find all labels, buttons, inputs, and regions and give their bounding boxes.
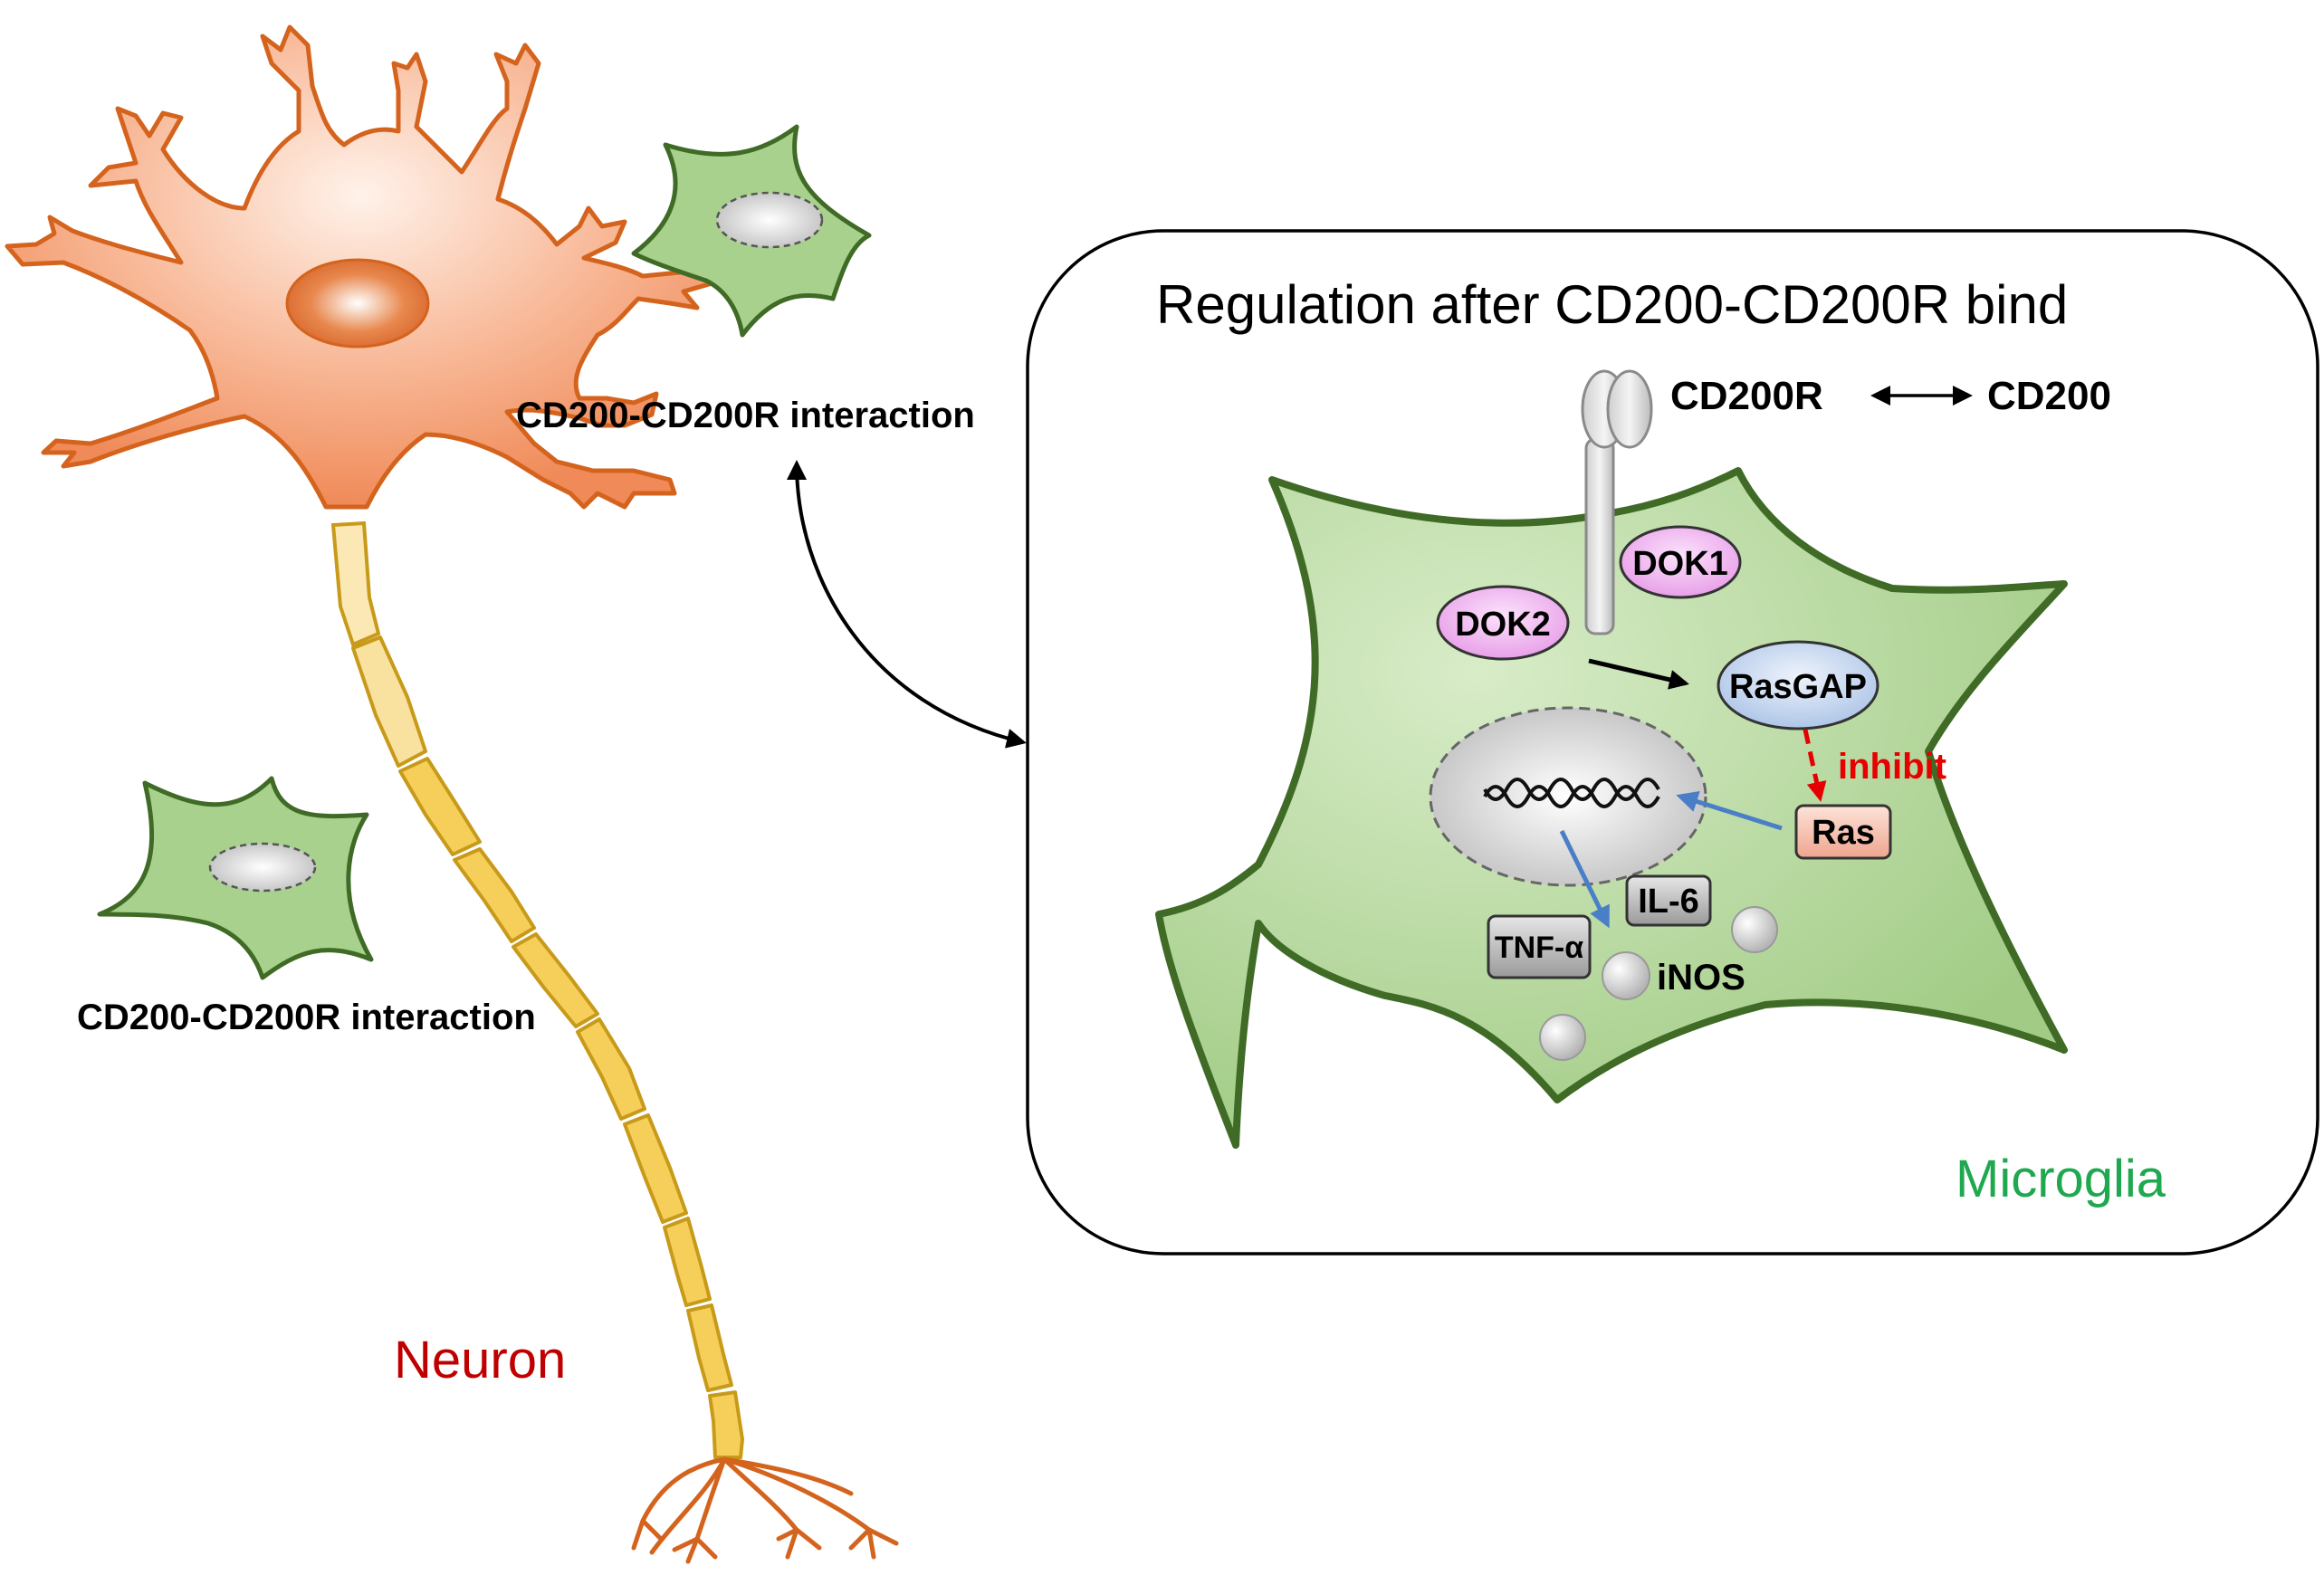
tnfa-label: TNF-α — [1495, 931, 1583, 965]
vesicle — [1731, 906, 1778, 953]
neuron-nucleus — [285, 258, 430, 349]
microglia-small-top — [631, 124, 872, 338]
myelin-segment — [453, 847, 536, 943]
microglia-nucleus — [208, 842, 317, 893]
panel-title: Regulation after CD200-CD200R bind — [1156, 274, 2068, 335]
dok1-node — [1619, 525, 1742, 599]
dna-icon — [1483, 778, 1660, 808]
neuron — [5, 24, 899, 1564]
dok1-label: DOK1 — [1632, 545, 1728, 583]
myelin-segment — [398, 757, 482, 856]
myelin-segment — [708, 1390, 744, 1459]
axon-terminals — [631, 1456, 899, 1564]
myelin-segment — [686, 1303, 733, 1392]
vesicle — [1539, 1014, 1586, 1061]
microglia-large-nucleus — [1429, 706, 1707, 887]
inhibit-label: inhibit — [1838, 747, 1946, 787]
link-arrow — [787, 460, 1027, 749]
il6-label: IL-6 — [1638, 883, 1699, 921]
ras-node — [1794, 804, 1892, 860]
myelin-segment — [576, 1017, 646, 1121]
rasgap-label: RasGAP — [1729, 668, 1867, 706]
microglia-small-bottom — [97, 776, 374, 980]
vesicle — [1602, 951, 1650, 1000]
microglia-nucleus — [715, 191, 824, 249]
nucleus-to-cytokines-arrow — [1559, 829, 1610, 929]
interaction-label-top: CD200-CD200R interaction — [516, 396, 975, 435]
dok2-to-rasgap-arrow — [1588, 658, 1689, 690]
rasgap-node — [1717, 640, 1879, 730]
ligand-label: CD200 — [1987, 374, 2111, 418]
myelin-segment — [663, 1217, 712, 1307]
myelin-segment — [512, 932, 599, 1028]
myelin-segment — [623, 1113, 688, 1224]
detail-panel: Regulation after CD200-CD200R bind CD200… — [1026, 229, 2319, 1256]
receptor-lobe — [1606, 369, 1653, 449]
inos-label: iNOS — [1657, 958, 1745, 998]
neuron-label: Neuron — [394, 1331, 566, 1389]
myelin-segment — [351, 635, 427, 768]
dok2-label: DOK2 — [1455, 606, 1551, 644]
receptor-label: CD200R — [1670, 374, 1823, 418]
axon-initial-segment — [330, 520, 381, 647]
ras-label: Ras — [1812, 814, 1875, 852]
il6-box — [1625, 874, 1712, 927]
ras-to-nucleus-arrow — [1676, 790, 1783, 831]
axon-myelin — [351, 635, 744, 1459]
cd200r-receptor — [1581, 369, 1653, 635]
microglia-label: Microglia — [1956, 1150, 2166, 1208]
tnfa-box — [1487, 914, 1592, 979]
dok2-node — [1436, 585, 1570, 661]
receptor-stalk — [1584, 437, 1615, 635]
interaction-label-bottom: CD200-CD200R interaction — [77, 998, 536, 1037]
inhibit-arrow — [1803, 729, 1827, 802]
